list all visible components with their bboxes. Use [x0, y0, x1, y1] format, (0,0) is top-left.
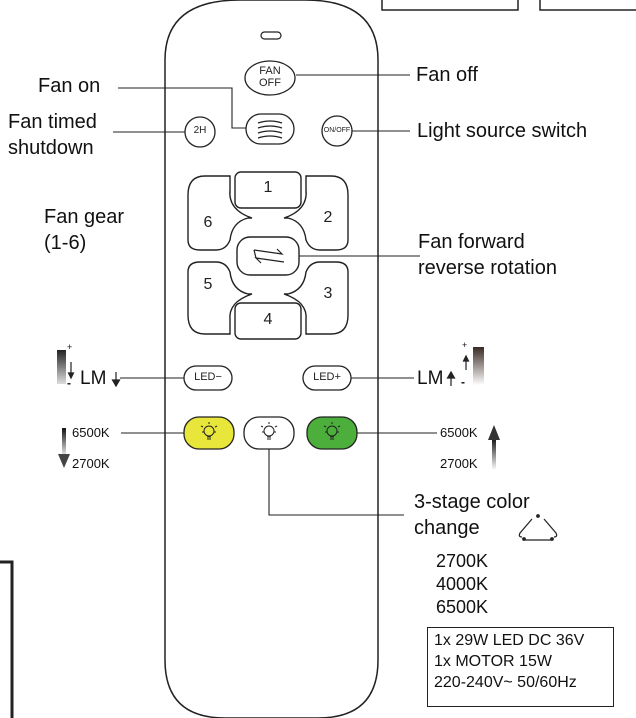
gear-5-label[interactable]: 5	[203, 276, 213, 293]
gear-button-3	[283, 261, 349, 335]
fan-off-button-label[interactable]: FAN OFF	[254, 65, 286, 89]
small-arrow-icons	[67, 354, 470, 388]
gear-2-label[interactable]: 2	[323, 209, 333, 226]
temp-6500-right: 6500K	[440, 425, 478, 440]
white-color-button	[243, 416, 295, 450]
temp-list-3: 6500K	[436, 597, 489, 617]
timer-button-label[interactable]: 2H	[193, 125, 207, 136]
remote-body	[164, 0, 379, 718]
temp-arrow-left-head	[58, 454, 70, 468]
spec-line-1: 1x 29W LED DC 36V	[434, 632, 585, 649]
gear-button-2	[283, 175, 349, 251]
gear-button-4	[234, 302, 302, 340]
brightness-bar-left	[57, 350, 66, 384]
plus-left: +	[67, 342, 73, 352]
rotate-arrows-icon	[253, 248, 285, 264]
gear-pad	[187, 171, 349, 340]
cropped-box-left	[381, 0, 519, 11]
led-plus-label[interactable]: LED+	[313, 371, 341, 383]
fan-gear-label-2: (1-6)	[44, 232, 87, 254]
minus-left: -	[67, 376, 71, 390]
temp-list-1: 2700K	[436, 551, 489, 571]
rotation-button	[236, 236, 300, 276]
temp-2700-left: 2700K	[72, 456, 110, 471]
lm-right-label: LM	[417, 368, 444, 389]
temp-arrow-right-head	[488, 425, 500, 440]
temp-6500-left: 6500K	[72, 425, 110, 440]
indicator-slot	[260, 31, 282, 40]
gear-3-label[interactable]: 3	[323, 285, 333, 302]
temp-arrow-right-shaft	[492, 438, 496, 470]
fan-timed-label-1: Fan timed	[8, 111, 97, 133]
gear-6-label[interactable]: 6	[203, 214, 213, 231]
yellow-color-button	[183, 416, 235, 450]
spec-line-2: 1x MOTOR 15W	[434, 652, 552, 670]
fan-on-label: Fan on	[38, 75, 101, 97]
fan-forward-label-2: reverse rotation	[418, 257, 557, 279]
gear-button-5	[187, 261, 253, 335]
spec-line-3: 220-240V~ 50/60Hz	[434, 673, 577, 691]
fan-off-text-2: OFF	[259, 76, 281, 89]
plus-right: +	[462, 340, 468, 350]
bulb-icon	[200, 422, 218, 440]
temp-list-2: 4000K	[436, 574, 489, 594]
onoff-button-label[interactable]: ON/OFF	[323, 127, 351, 134]
bulb-icon	[323, 422, 341, 440]
led-minus-label[interactable]: LED−	[194, 371, 222, 383]
fan-off-button	[244, 60, 296, 96]
light-switch-label: Light source switch	[417, 120, 588, 142]
gear-button-6	[187, 175, 253, 251]
brightness-bar-right	[473, 347, 484, 385]
fan-off-label: Fan off	[416, 64, 478, 86]
gear-4-label[interactable]: 4	[263, 311, 273, 328]
color-change-label-1: 3-stage color	[414, 491, 530, 513]
spec-box: 1x 29W LED DC 36V 1x MOTOR 15W 220-240V~…	[427, 627, 614, 707]
cropped-box-right	[539, 0, 636, 11]
wind-icon	[257, 120, 283, 139]
fan-on-button	[245, 113, 295, 145]
fan-timed-label-2: shutdown	[8, 137, 94, 159]
fan-gear-label-1: Fan gear	[44, 206, 125, 228]
cropped-box-bottom-left	[0, 560, 14, 718]
minus-right: -	[461, 375, 465, 389]
gear-1-label[interactable]: 1	[263, 179, 273, 196]
lm-left-label: LM	[80, 368, 107, 389]
bulb-icon	[260, 422, 278, 440]
green-color-button	[306, 416, 358, 450]
triangle-cycle-icon	[518, 514, 558, 541]
temp-arrow-left-shaft	[62, 428, 66, 458]
fan-off-text-1: FAN	[259, 65, 281, 77]
leader-lines	[113, 74, 437, 516]
color-change-label-2: change	[414, 517, 480, 539]
fan-forward-label-1: Fan forward	[418, 231, 525, 253]
gear-button-1	[234, 171, 302, 209]
temp-2700-right: 2700K	[440, 456, 478, 471]
